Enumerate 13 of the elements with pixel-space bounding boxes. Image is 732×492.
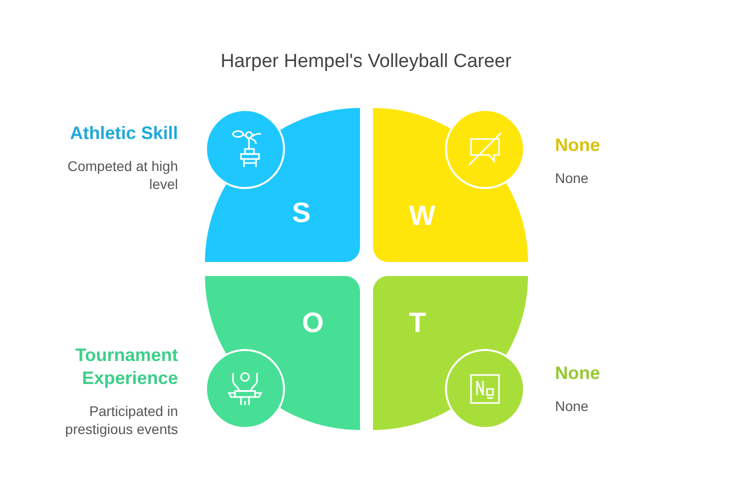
quadrant-letter: S bbox=[292, 198, 311, 228]
diagram-title: Harper Hempel's Volleyball Career bbox=[220, 50, 512, 74]
quadrant-heading: None bbox=[555, 134, 601, 157]
quadrant-description: Participated in prestigious events bbox=[64, 402, 178, 438]
quadrant-description: None bbox=[555, 397, 590, 415]
quadrant-heading: None bbox=[555, 362, 601, 385]
quadrant-heading: Athletic Skill bbox=[68, 122, 178, 145]
quadrant-description: Competed at high level bbox=[66, 157, 178, 193]
quadrant-letter: T bbox=[409, 308, 426, 338]
quadrant-description: None bbox=[555, 169, 590, 187]
quadrant-letter: W bbox=[409, 201, 436, 231]
quadrant-letter: O bbox=[302, 308, 324, 338]
quadrant-heading: Tournament Experience bbox=[74, 344, 178, 390]
